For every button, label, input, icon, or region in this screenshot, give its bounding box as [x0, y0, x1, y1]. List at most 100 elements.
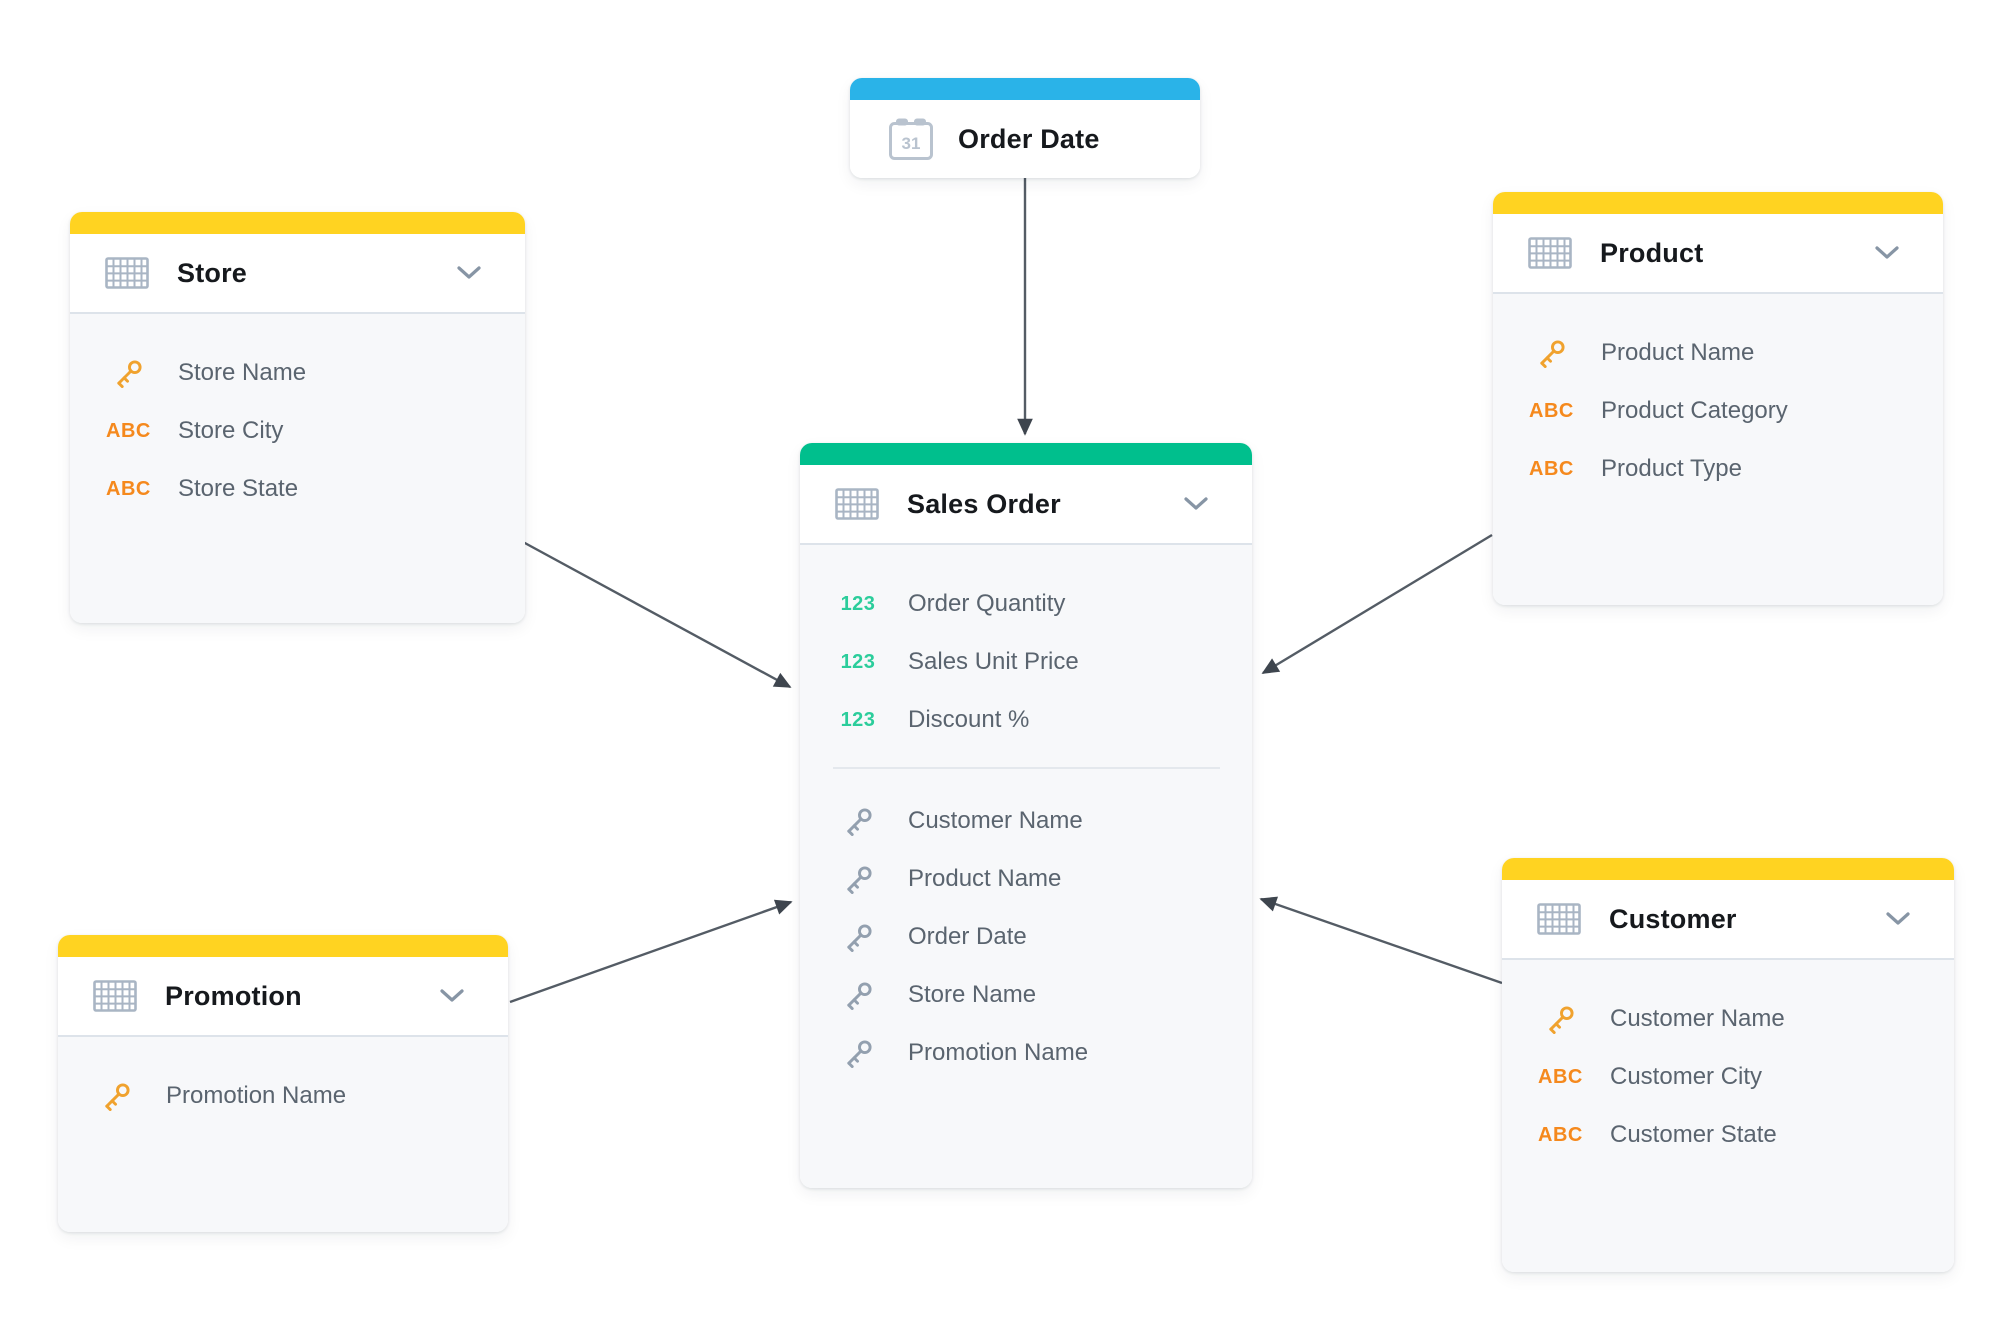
field-row[interactable]: ABC Customer City — [1502, 1048, 1954, 1106]
card-title: Store — [177, 257, 248, 288]
key-icon — [1538, 1005, 1582, 1034]
card-color-bar-dimension — [70, 212, 525, 234]
field-row[interactable]: Store Name — [70, 344, 525, 402]
text-type-icon: ABC — [1538, 1065, 1583, 1088]
card-color-bar-date — [850, 78, 1200, 100]
field-label: Customer State — [1610, 1121, 1777, 1148]
card-color-bar-dimension — [58, 935, 508, 957]
field-row[interactable]: Product Name — [1493, 324, 1943, 382]
field-label: Sales Unit Price — [908, 648, 1079, 675]
card-title: Customer — [1609, 903, 1737, 934]
number-type-icon: 123 — [840, 708, 876, 731]
field-label: Discount % — [908, 706, 1030, 733]
key-icon — [836, 807, 880, 836]
field-row[interactable]: Customer Name — [1502, 990, 1954, 1048]
card-header[interactable]: Product — [1493, 214, 1943, 294]
table-card-sales-order[interactable]: Sales Order 123 Order Quantity 123 Sales… — [800, 443, 1252, 1188]
card-header[interactable]: Store — [70, 234, 525, 314]
key-icon — [1529, 339, 1573, 368]
field-row[interactable]: 123 Discount % — [800, 691, 1252, 749]
calendar-day-text: 31 — [902, 134, 921, 153]
field-label: Customer Name — [1610, 1005, 1785, 1032]
field-row[interactable]: ABC Product Type — [1493, 440, 1943, 498]
card-header[interactable]: Customer — [1502, 880, 1954, 960]
table-card-product[interactable]: Product Product Name ABC Product Categor… — [1493, 192, 1943, 605]
table-card-promotion[interactable]: Promotion Promotion Name — [58, 935, 508, 1232]
field-label: Order Date — [908, 923, 1027, 950]
text-type-icon: ABC — [1529, 457, 1574, 480]
chevron-down-icon[interactable] — [1184, 497, 1208, 511]
field-row[interactable]: 123 Order Quantity — [800, 575, 1252, 633]
chevron-down-icon[interactable] — [1886, 912, 1910, 926]
table-icon — [1537, 903, 1581, 935]
field-row[interactable]: ABC Product Category — [1493, 382, 1943, 440]
table-icon — [1528, 237, 1572, 269]
card-title: Product — [1600, 237, 1704, 268]
card-title: Order Date — [958, 123, 1100, 154]
text-type-icon: ABC — [1538, 1123, 1583, 1146]
text-type-icon: ABC — [106, 477, 151, 500]
number-type-icon: 123 — [840, 592, 876, 615]
field-row[interactable]: Product Name — [800, 850, 1252, 908]
field-group-divider — [833, 767, 1220, 769]
text-type-icon: ABC — [1529, 399, 1574, 422]
connector-promotion-salesorder — [509, 899, 793, 1004]
card-header[interactable]: Promotion — [58, 957, 508, 1037]
card-color-bar-dimension — [1493, 192, 1943, 214]
field-label: Promotion Name — [908, 1039, 1089, 1066]
card-field-list: Promotion Name — [58, 1037, 508, 1232]
field-label: Promotion Name — [166, 1082, 347, 1109]
field-label: Store City — [178, 417, 284, 444]
table-icon — [835, 488, 879, 520]
connector-store-salesorder — [522, 540, 792, 689]
table-card-customer[interactable]: Customer Customer Name ABC Customer City… — [1502, 858, 1954, 1272]
card-header[interactable]: Sales Order — [800, 465, 1252, 545]
field-row[interactable]: Customer Name — [800, 792, 1252, 850]
field-row[interactable]: Promotion Name — [800, 1024, 1252, 1082]
field-row[interactable]: Store Name — [800, 966, 1252, 1024]
field-row[interactable]: Promotion Name — [58, 1067, 508, 1125]
connector-customer-salesorder — [1259, 896, 1503, 985]
field-row[interactable]: ABC Store State — [70, 460, 525, 518]
card-field-list: Product Name ABC Product Category ABC Pr… — [1493, 294, 1943, 605]
card-title: Promotion — [165, 980, 302, 1011]
field-label: Store State — [178, 475, 299, 502]
text-type-icon: ABC — [106, 419, 151, 442]
card-title: Sales Order — [907, 488, 1061, 519]
field-label: Product Name — [1601, 339, 1755, 366]
field-label: Order Quantity — [908, 590, 1066, 617]
field-label: Product Name — [908, 865, 1062, 892]
field-row[interactable]: 123 Sales Unit Price — [800, 633, 1252, 691]
key-icon — [836, 865, 880, 894]
chevron-down-icon[interactable] — [440, 989, 464, 1003]
card-field-list: 123 Order Quantity 123 Sales Unit Price … — [800, 545, 1252, 1188]
card-color-bar-fact — [800, 443, 1252, 465]
field-row[interactable]: Order Date — [800, 908, 1252, 966]
field-label: Product Type — [1601, 455, 1742, 482]
field-label: Product Category — [1601, 397, 1788, 424]
key-icon — [94, 1082, 138, 1111]
field-label: Customer City — [1610, 1063, 1763, 1090]
card-header[interactable]: 31 Order Date — [850, 100, 1200, 178]
card-field-list: Customer Name ABC Customer City ABC Cust… — [1502, 960, 1954, 1272]
field-label: Customer Name — [908, 807, 1083, 834]
table-icon — [93, 980, 137, 1012]
card-field-list: Store Name ABC Store City ABC Store Stat… — [70, 314, 525, 623]
field-label: Store Name — [178, 359, 307, 386]
chevron-down-icon[interactable] — [457, 266, 481, 280]
table-icon — [105, 257, 149, 289]
key-icon — [106, 359, 150, 388]
number-type-icon: 123 — [840, 650, 876, 673]
key-icon — [836, 1039, 880, 1068]
table-card-order-date[interactable]: 31 Order Date — [850, 78, 1200, 178]
field-label: Store Name — [908, 981, 1037, 1008]
key-icon — [836, 981, 880, 1010]
key-icon — [836, 923, 880, 952]
card-color-bar-dimension — [1502, 858, 1954, 880]
field-row[interactable]: ABC Store City — [70, 402, 525, 460]
chevron-down-icon[interactable] — [1875, 246, 1899, 260]
field-row[interactable]: ABC Customer State — [1502, 1106, 1954, 1164]
table-card-store[interactable]: Store Store Name ABC Store City ABC Stor… — [70, 212, 525, 623]
calendar-icon: 31 — [889, 118, 933, 160]
